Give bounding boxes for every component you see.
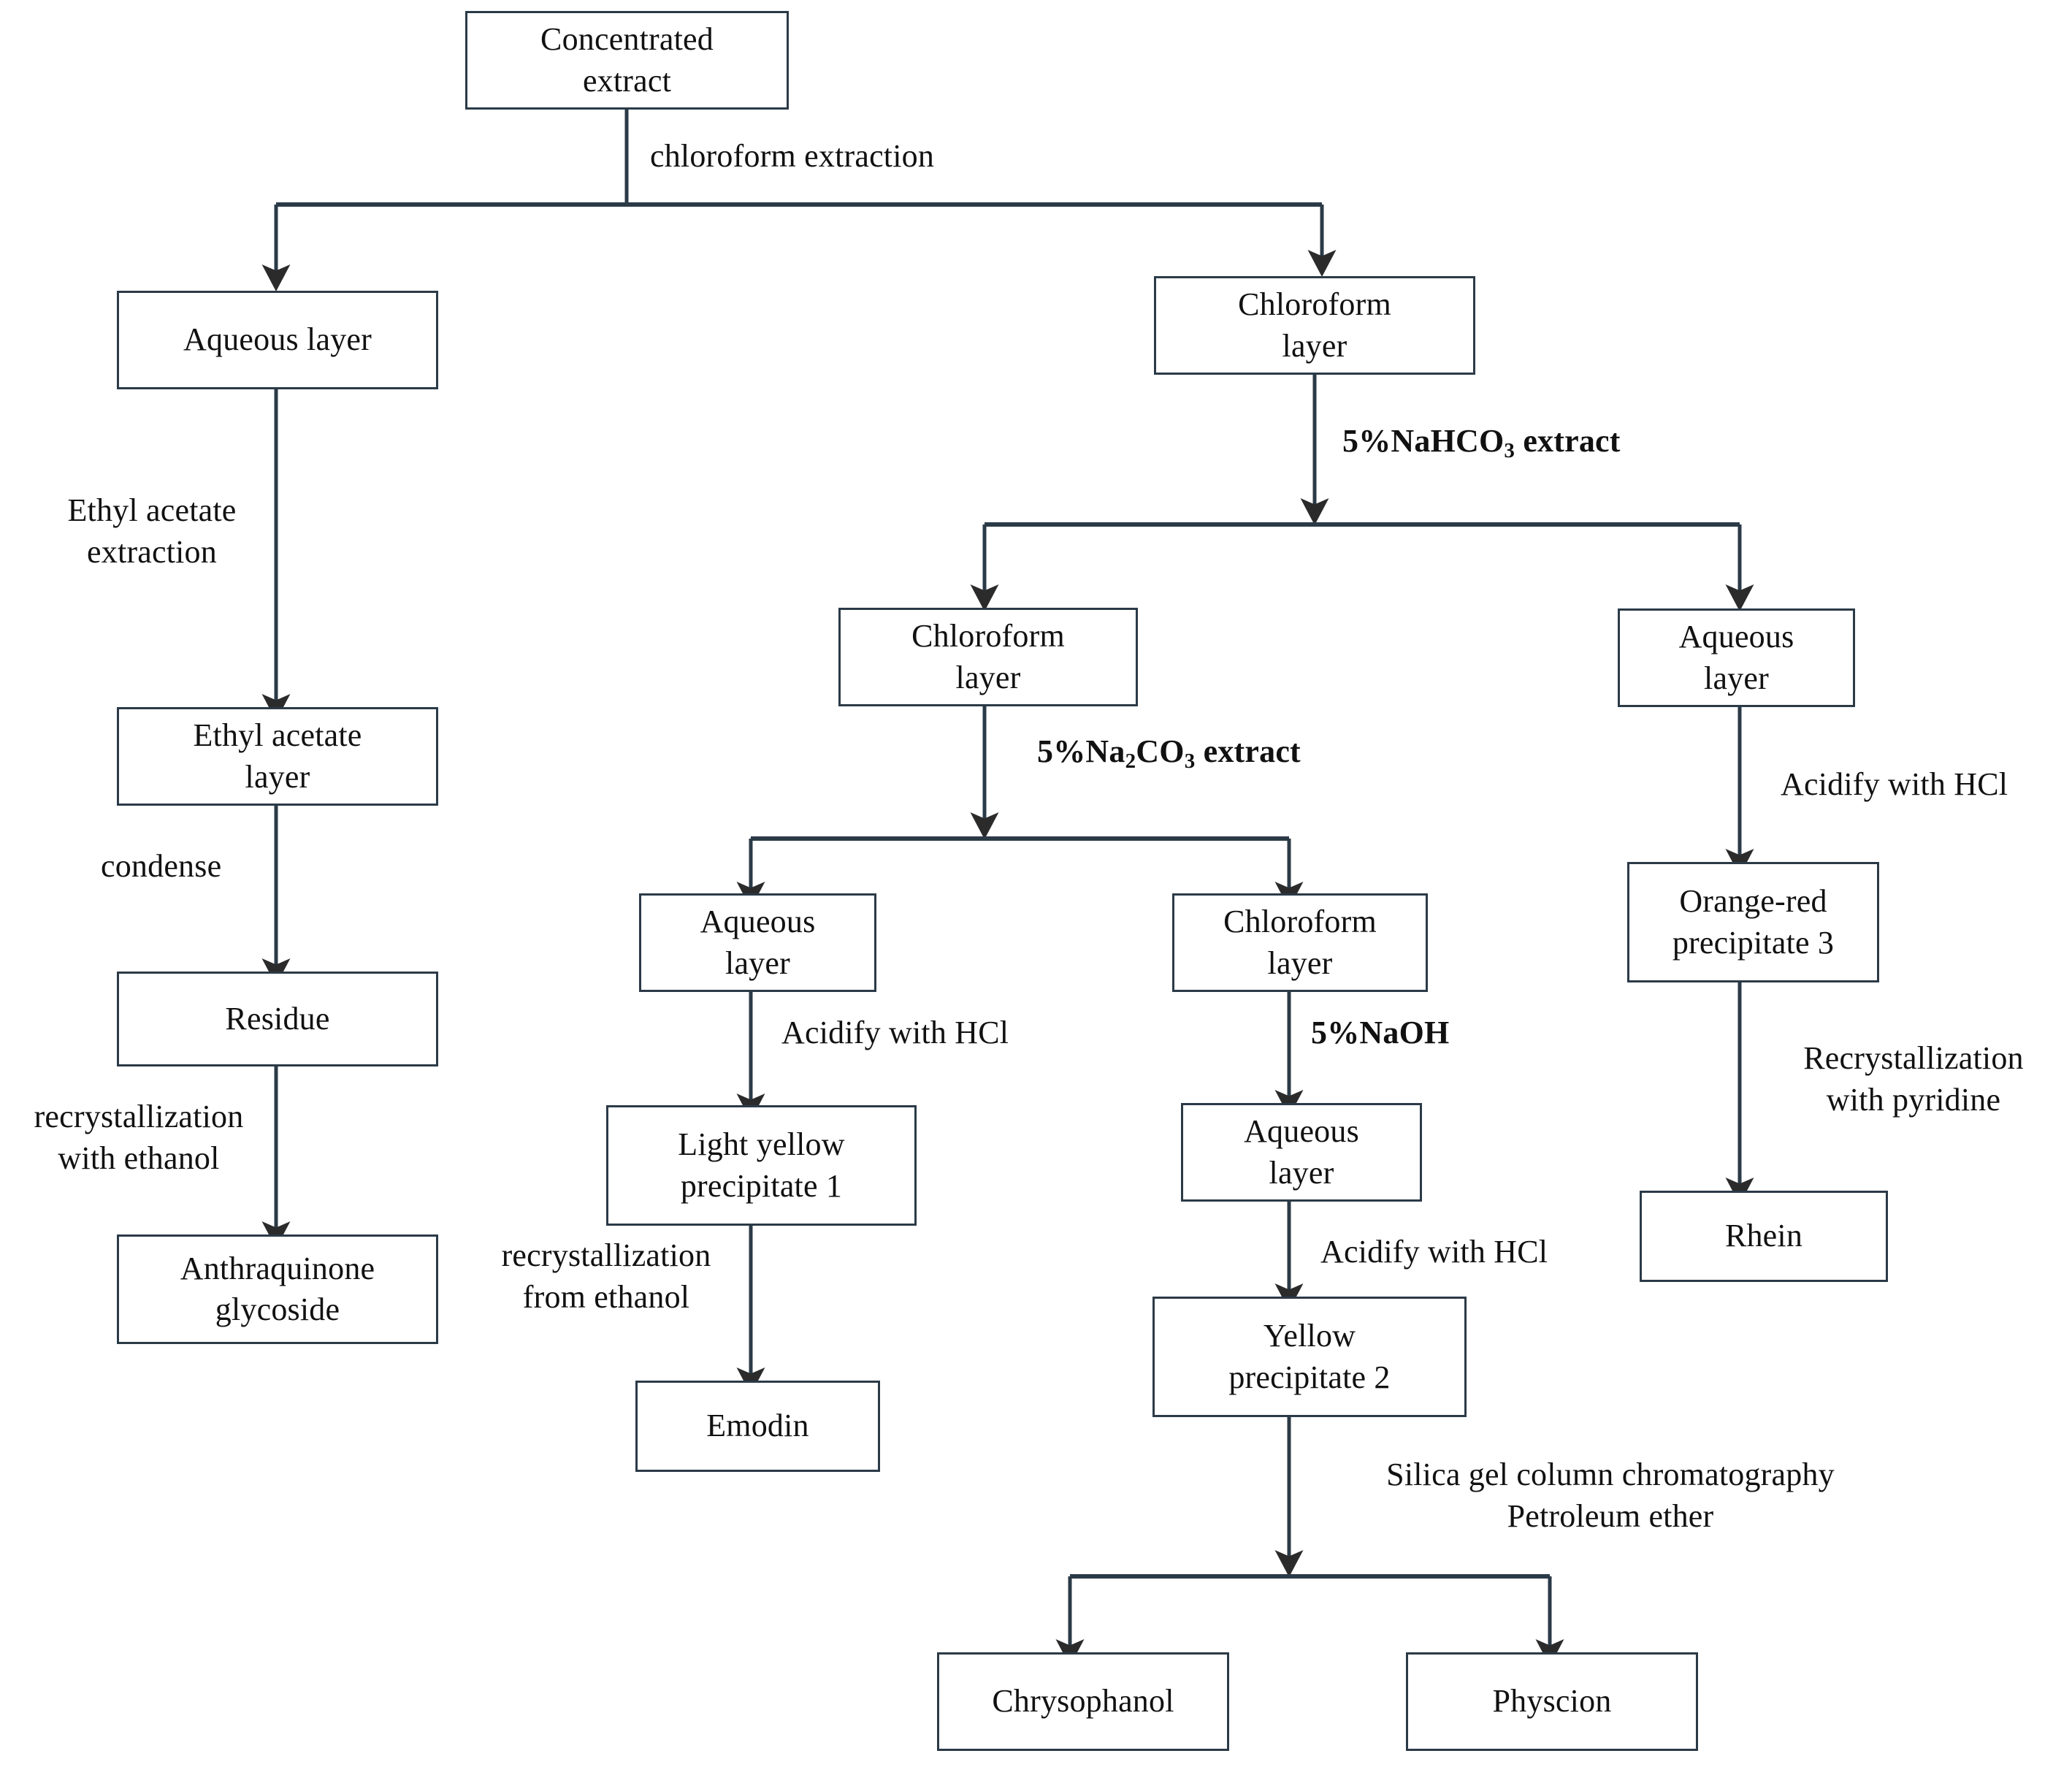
na2co3-prefix: 5%Na	[1037, 733, 1125, 769]
edge-label-na2co3-extract: 5%Na2CO3 extract	[1037, 730, 1301, 776]
node-label: Chloroform layer	[1223, 904, 1377, 981]
edge-label-acidify-hcl-right: Acidify with HCl	[1781, 766, 2008, 802]
node-emodin[interactable]: Emodin	[635, 1381, 880, 1472]
node-label: Yellow precipitate 2	[1228, 1318, 1391, 1395]
node-rhein[interactable]: Rhein	[1640, 1191, 1888, 1282]
node-label: Orange-red precipitate 3	[1672, 883, 1835, 961]
na2co3-mid: CO	[1136, 733, 1185, 769]
na2co3-subscript-2: 3	[1184, 749, 1196, 774]
node-label: Anthraquinone glycoside	[180, 1250, 375, 1327]
node-residue[interactable]: Residue	[117, 972, 438, 1066]
node-label: Chloroform layer	[911, 618, 1065, 695]
node-label: Light yellow precipitate 1	[678, 1126, 845, 1204]
node-chloroform-layer-top[interactable]: Chloroform layer	[1154, 276, 1475, 375]
edge-label-silica-gel: Silica gel column chromatography Petrole…	[1386, 1457, 1835, 1535]
edge-label-chloroform-extraction: chloroform extraction	[650, 138, 935, 174]
node-label: Chrysophanol	[992, 1683, 1174, 1720]
node-label: Rhein	[1724, 1218, 1803, 1254]
node-orange-red-precipitate[interactable]: Orange-red precipitate 3	[1627, 862, 1879, 982]
node-chrysophanol[interactable]: Chrysophanol	[937, 1652, 1229, 1751]
na2co3-suffix: extract	[1195, 733, 1301, 769]
node-label: Aqueous layer	[700, 904, 816, 981]
na2co3-subscript-1: 2	[1125, 749, 1136, 774]
node-physcion[interactable]: Physcion	[1406, 1652, 1698, 1751]
node-aqueous-layer-left[interactable]: Aqueous layer	[117, 291, 438, 389]
node-ethyl-acetate-layer[interactable]: Ethyl acetate layer	[117, 707, 438, 806]
edge-label-ethyl-acetate-extraction: Ethyl acetate extraction	[67, 492, 237, 570]
node-aqueous-layer-mid[interactable]: Aqueous layer	[639, 893, 876, 992]
node-yellow-precipitate[interactable]: Yellow precipitate 2	[1152, 1297, 1467, 1417]
node-anthraquinone-glycoside[interactable]: Anthraquinone glycoside	[117, 1234, 438, 1344]
edge-label-naoh: 5%NaOH	[1311, 1015, 1450, 1050]
edge-label-condense: condense	[101, 848, 222, 884]
edge-label-acidify-hcl-mid: Acidify with HCl	[781, 1015, 1009, 1050]
edge-label-recrystallization-ethanol: recrystallization with ethanol	[34, 1099, 244, 1177]
nahco3-prefix: 5%NaHCO	[1342, 423, 1505, 459]
nahco3-suffix: extract	[1515, 423, 1621, 459]
node-label: Chloroform layer	[1238, 286, 1391, 364]
node-label: Physcion	[1492, 1683, 1612, 1720]
node-label: Emodin	[706, 1408, 809, 1444]
node-label: Aqueous layer	[1244, 1113, 1359, 1191]
node-aqueous-layer-lower[interactable]: Aqueous layer	[1181, 1103, 1422, 1202]
edge-label-recrystallization-from-ethanol: recrystallization from ethanol	[501, 1237, 711, 1316]
node-label: Aqueous layer	[183, 321, 372, 358]
edge-label-nahco3-extract: 5%NaHCO3 extract	[1342, 420, 1621, 465]
node-chloroform-layer-mid[interactable]: Chloroform layer	[838, 608, 1138, 706]
node-chloroform-layer-lower[interactable]: Chloroform layer	[1172, 893, 1428, 992]
node-label: Aqueous layer	[1678, 619, 1794, 696]
node-label: Residue	[225, 1000, 330, 1037]
edge-label-acidify-hcl-lower: Acidify with HCl	[1320, 1234, 1548, 1270]
edge-label-recrystallization-pyridine: Recrystallization with pyridine	[1803, 1040, 2024, 1118]
node-concentrated-extract[interactable]: Concentrated extract	[465, 11, 789, 110]
nahco3-subscript: 3	[1504, 439, 1515, 463]
node-light-yellow-precipitate[interactable]: Light yellow precipitate 1	[606, 1105, 917, 1226]
node-aqueous-layer-right[interactable]: Aqueous layer	[1618, 608, 1855, 707]
node-label: Concentrated extract	[540, 21, 714, 99]
node-label: Ethyl acetate layer	[193, 717, 362, 795]
